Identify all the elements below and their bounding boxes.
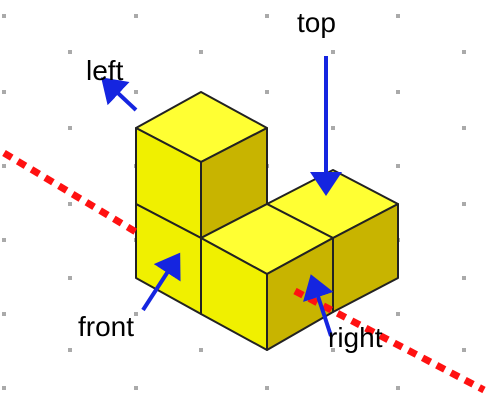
grid-dot — [331, 126, 335, 130]
grid-dot — [68, 348, 72, 352]
grid-dot — [199, 50, 203, 54]
grid-dot — [462, 348, 466, 352]
grid-dot — [134, 386, 138, 390]
grid-dot — [331, 348, 335, 352]
grid-dot — [396, 312, 400, 316]
grid-dot — [265, 90, 269, 94]
label-right: right — [328, 322, 383, 353]
grid-dot — [265, 14, 269, 18]
grid-dot — [2, 238, 6, 242]
cut-line-right — [293, 287, 486, 394]
grid-dot — [2, 14, 6, 18]
grid-dot — [134, 14, 138, 18]
grid-dot — [2, 386, 6, 390]
cube-stack — [135, 91, 399, 351]
cube-upper-left — [135, 91, 268, 239]
grid-dot — [68, 50, 72, 54]
grid-dot — [462, 202, 466, 206]
grid-dot — [134, 90, 138, 94]
grid-dot — [68, 276, 72, 280]
label-top: top — [297, 7, 336, 38]
grid-dot — [462, 50, 466, 54]
grid-dot — [396, 90, 400, 94]
grid-dot — [199, 348, 203, 352]
cut-line-left — [2, 149, 138, 236]
grid-dot — [462, 276, 466, 280]
arrow-right — [303, 274, 334, 337]
label-left: left — [86, 55, 124, 86]
grid-dot — [331, 50, 335, 54]
arrow-left — [101, 77, 138, 112]
grid-dot — [68, 126, 72, 130]
arrow-front — [141, 252, 181, 312]
grid-dot — [2, 312, 6, 316]
grid-dot — [462, 126, 466, 130]
grid-dot — [396, 14, 400, 18]
grid-dot — [134, 312, 138, 316]
cube-front-right — [200, 203, 334, 351]
grid-dot — [265, 386, 269, 390]
grid-dot — [396, 386, 400, 390]
grid-dot — [396, 164, 400, 168]
label-front: front — [78, 311, 134, 342]
grid-dot — [2, 90, 6, 94]
grid-dot — [2, 164, 6, 168]
grid-dot — [68, 202, 72, 206]
